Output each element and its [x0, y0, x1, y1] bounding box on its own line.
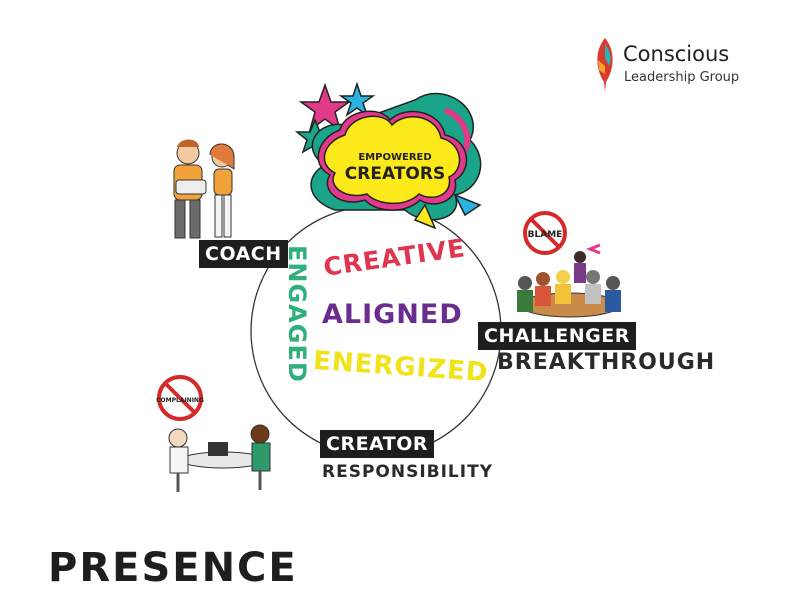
coach-label: COACH	[199, 240, 288, 268]
challenger-label: CHALLENGER	[478, 322, 636, 350]
empowered-creators-burst: EMPOWERED CREATORS	[295, 81, 482, 230]
breakthrough-label: BREAKTHROUGH	[497, 350, 716, 375]
logo: Conscious Leadership Group	[593, 36, 773, 92]
logo-line1: Conscious	[623, 42, 730, 66]
complaining-illustration: COMPLAINING	[156, 375, 271, 492]
blame-sign-text: BLAME	[528, 230, 563, 240]
logo-line2: Leadership Group	[624, 70, 740, 85]
burst-label-big: CREATORS	[345, 164, 445, 184]
creator-label: CREATOR	[320, 430, 435, 458]
complaining-sign-text: COMPLAINING	[156, 397, 204, 404]
responsibility-label: RESPONSIBILITY	[322, 462, 494, 482]
blame-meeting-illustration: BLAME	[517, 211, 621, 318]
word-aligned: ALIGNED	[322, 299, 463, 330]
burst-label-small: EMPOWERED	[358, 152, 431, 163]
feather-icon	[597, 38, 613, 92]
coach-illustration	[173, 139, 235, 239]
presence-title: PRESENCE	[48, 545, 298, 591]
